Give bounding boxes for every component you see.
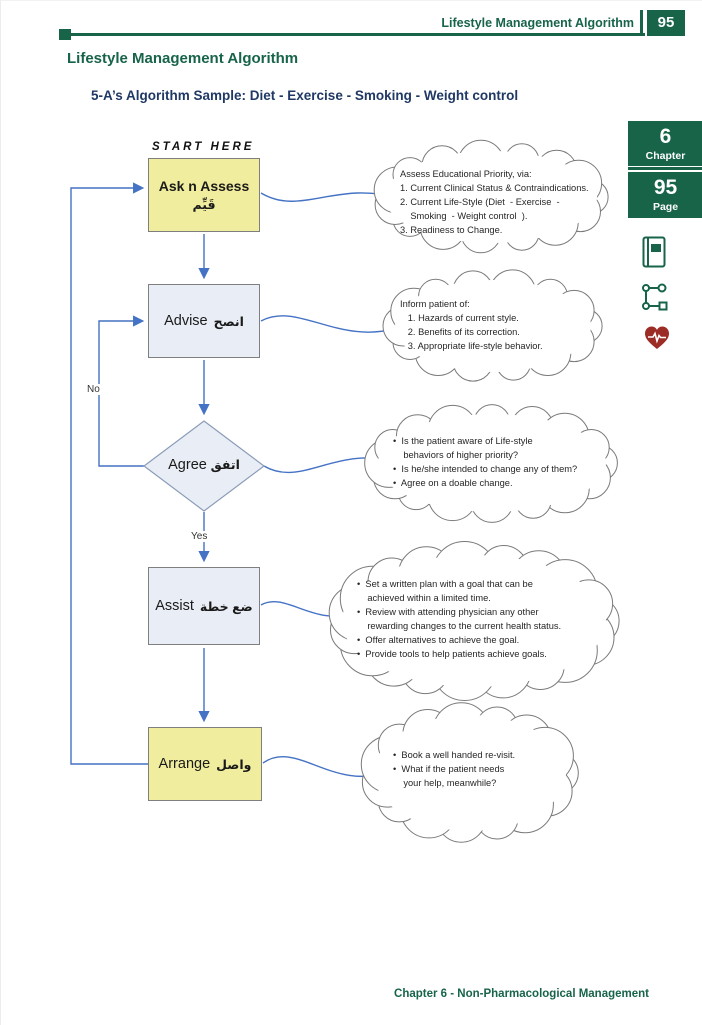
heart-ecg-icon (643, 324, 671, 356)
node-arrange-arabic: واصل (216, 757, 252, 772)
running-head: Lifestyle Management Algorithm 95 (441, 9, 685, 36)
cloud-note-agree: • Is the patient aware of Life-style beh… (393, 436, 578, 488)
no-branch-label: No (85, 384, 102, 395)
cloud-note-assess: Assess Educational Priority, via: 1. Cur… (400, 169, 589, 235)
start-here-label: START HERE (152, 141, 255, 153)
page-tab: 95 Page (628, 172, 702, 218)
flow-node-ask-assess: Ask n Assess قَيِّم (148, 158, 260, 232)
header-page-number: 95 (647, 9, 685, 36)
yes-branch-label: Yes (189, 531, 210, 542)
node-agree-arabic: اتفق (210, 458, 240, 472)
flow-node-arrange: Arrange واصل (148, 727, 262, 801)
book-icon (642, 236, 666, 273)
cloud-note-assist: • Set a written plan with a goal that ca… (357, 579, 562, 659)
cloud-shape-5 (360, 702, 579, 843)
chapter-label: Chapter (645, 150, 686, 162)
node-ask-assess-label: Ask n Assess (158, 178, 250, 194)
flow-node-advise: Advise انصح (148, 284, 260, 358)
decision-diamond (143, 420, 265, 512)
loop-arrange-to-ask (70, 182, 148, 765)
page-title: Lifestyle Management Algorithm (67, 50, 299, 67)
flow-node-assist: Assist ضع خطة (148, 567, 260, 645)
flow-node-agree: Agree اتفق (144, 457, 264, 473)
loop-agree-no-to-advise (98, 315, 145, 467)
node-assist-arabic: ضع خطة (199, 599, 253, 614)
node-ask-assess-arabic: قَيِّم (192, 198, 216, 212)
node-advise-arabic: انصح (213, 314, 244, 329)
chapter-tab: 6 Chapter (628, 121, 702, 166)
running-title: Lifestyle Management Algorithm (441, 15, 634, 30)
header-rule (59, 29, 645, 40)
sidebar-divider (628, 167, 702, 170)
node-agree-label: Agree (168, 457, 207, 473)
cloud-shape-3 (364, 404, 618, 523)
algorithm-icon (641, 282, 669, 317)
node-assist-label: Assist (155, 598, 194, 614)
cloud-shape-2 (382, 269, 603, 382)
cloud-shapes (328, 139, 620, 843)
page-subtitle: 5-A’s Algorithm Sample: Diet - Exercise … (91, 88, 519, 103)
cloud-note-advise: Inform patient of: 1. Hazards of current… (400, 299, 543, 351)
cloud-note-arrange: • Book a well handed re-visit. • What if… (393, 750, 516, 788)
chapter-number: 6 (659, 125, 672, 148)
node-arrange-label: Arrange (158, 756, 211, 772)
footer-chapter-title: Chapter 6 - Non-Pharmacological Manageme… (394, 988, 649, 1000)
cloud-shape-4 (328, 541, 620, 701)
page-tab-number: 95 (653, 176, 678, 199)
page-tab-label: Page (652, 201, 679, 213)
node-advise-label: Advise (164, 313, 208, 329)
connector-advise-cloud (260, 315, 402, 333)
cloud-shape-1 (373, 139, 609, 254)
header-divider-bar (640, 9, 643, 36)
header-rule-cap (59, 29, 71, 40)
